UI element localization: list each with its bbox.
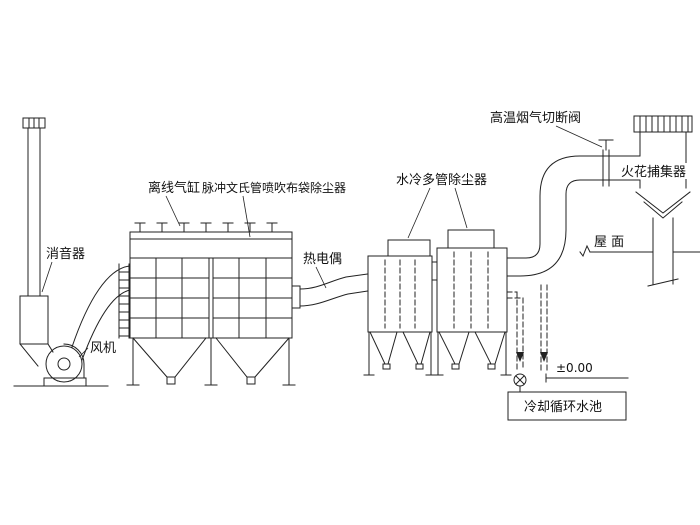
thermocouple-label: 热电偶 bbox=[303, 252, 342, 267]
fan-inlet-duct bbox=[71, 265, 131, 361]
flow-arrows bbox=[516, 352, 548, 362]
riser-duct bbox=[506, 155, 641, 277]
pulse-valve-row bbox=[134, 222, 278, 233]
fan-volute bbox=[43, 343, 87, 387]
multitube-collector-2 bbox=[432, 229, 512, 376]
offline-cylinder-label: 离线气缸 bbox=[148, 180, 200, 196]
baghouse-outlet-duct bbox=[291, 273, 369, 309]
inter-unit-duct bbox=[431, 261, 438, 281]
down-arrow-icon bbox=[540, 352, 548, 362]
spark-collector-body bbox=[633, 115, 693, 287]
cooling-pool-outline bbox=[507, 391, 627, 421]
elevation-datum-line bbox=[545, 373, 629, 383]
water-cooled-multitube-label: 水冷多管除尘器 bbox=[396, 172, 487, 188]
cutoff-valve-symbol bbox=[598, 139, 614, 187]
spark-collector-label: 火花捕集器 bbox=[621, 164, 686, 180]
drain-pipes bbox=[506, 284, 548, 371]
chimney-stack bbox=[22, 117, 46, 297]
muffler-body bbox=[19, 295, 54, 367]
multitube-collector-1 bbox=[363, 239, 437, 376]
roof-label: 屋 面 bbox=[594, 235, 624, 250]
cooling-pool-label: 冷却循环水池 bbox=[524, 400, 602, 415]
access-ladder bbox=[118, 263, 130, 339]
cutoff-valve-label: 高温烟气切断阀 bbox=[490, 110, 581, 126]
label-backing bbox=[618, 163, 698, 179]
baghouse-hoppers bbox=[126, 337, 296, 386]
baghouse-dust-collector bbox=[129, 231, 293, 339]
pulse-bag-filter-label: 脉冲文氏管喷吹布袋除尘器 bbox=[202, 180, 346, 195]
leader-lines bbox=[41, 125, 603, 358]
fan-label: 风机 bbox=[90, 341, 116, 356]
muffler-label: 消音器 bbox=[46, 246, 85, 262]
drain-pump-symbol bbox=[513, 373, 527, 393]
roof-line bbox=[579, 244, 700, 258]
elevation-label: ±0.00 bbox=[556, 361, 593, 375]
down-arrow-icon bbox=[516, 352, 524, 362]
